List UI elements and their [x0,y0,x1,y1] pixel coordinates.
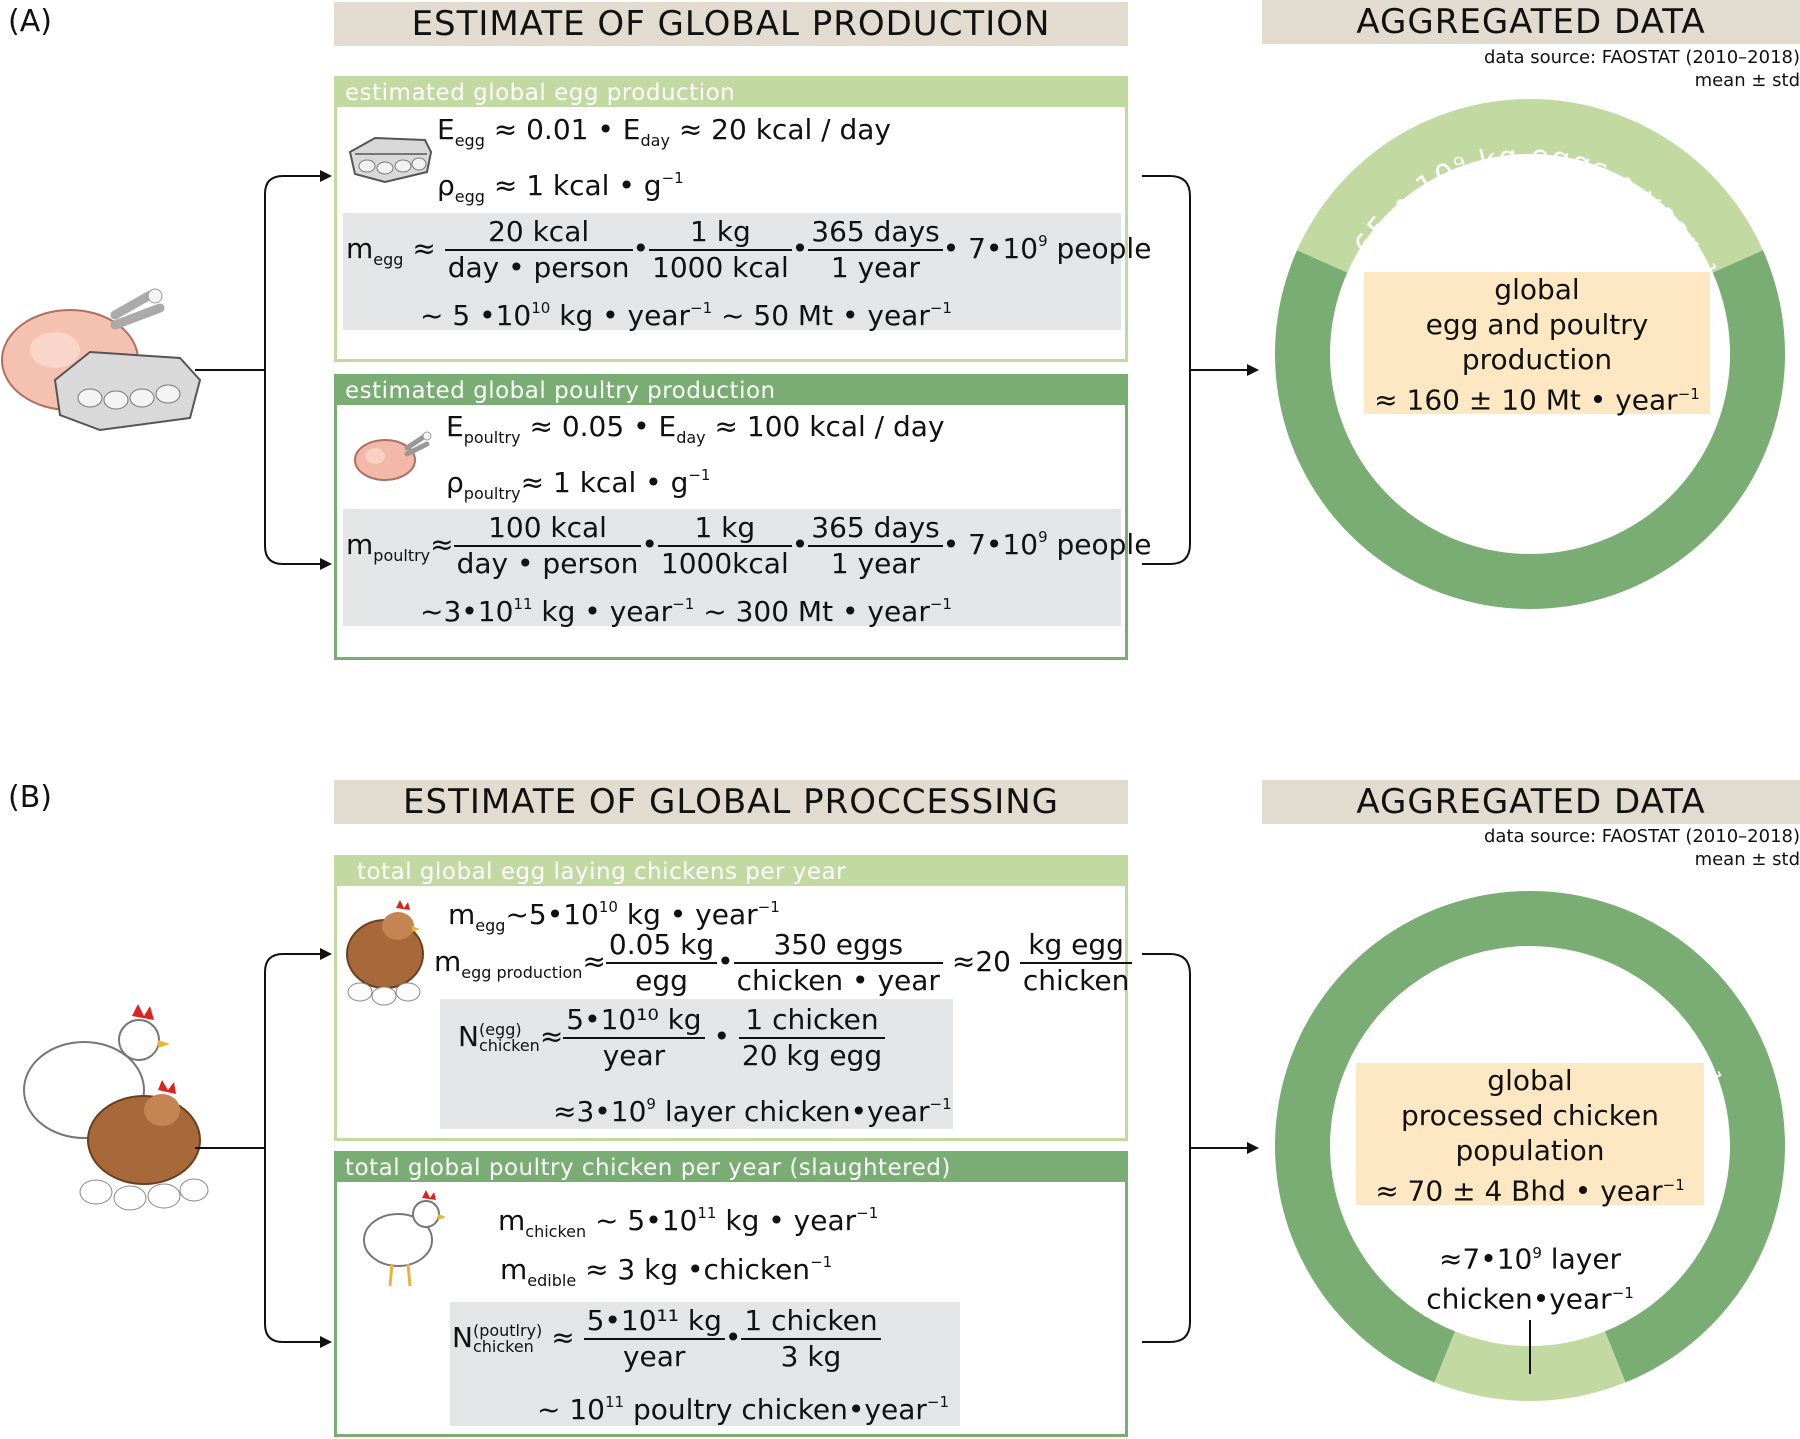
poultry-density-equation: ρpoultry≈ 1 kcal • g−1 [446,466,711,503]
panel-b-header: ESTIMATE OF GLOBAL PROCCESSING [334,780,1128,824]
poultry-energy-equation: Epoultry ≈ 0.05 • Eday ≈ 100 kcal / day [446,410,945,448]
panel-a-data-source: data source: FAOSTAT (2010–2018) [1483,47,1800,68]
egg-energy-equation: Eegg ≈ 0.01 • Eday ≈ 20 kcal / day [437,113,891,151]
chicken-mass-line: mchicken ~ 5•1011 kg • year−1 [498,1204,879,1241]
egg-share-arc [1297,98,1763,273]
panel-b-label: (B) [8,780,52,815]
poultry-chicken-result: ~ 1011 poultry chicken•year−1 [537,1393,949,1426]
panel-b-stat-note: mean ± std [1694,849,1800,870]
panel-a-merge-connector [1142,175,1259,565]
egg-equation-panel [343,213,1121,330]
panel-b-center-summary: global processed chicken population ≈ 70… [1356,1063,1704,1207]
laying-hen-icon [346,900,424,1006]
panel-b-agg-header: AGGREGATED DATA [1262,780,1800,824]
egg-carton-icon [348,136,433,184]
panel-b-split-connector [195,948,332,1348]
egg-laying-equation-panel [440,999,953,1129]
chicken-and-eggs-illustration [1,288,202,432]
poultry-chicken-title: total global poultry chicken per year (s… [337,1154,1125,1182]
hens-illustration [23,1004,209,1211]
panel-a-agg-header: AGGREGATED DATA [1262,0,1800,44]
layer-chicken-ring-label: ≈7•109 layer chicken•year−1 [1426,1242,1634,1316]
edible-mass-line: medible ≈ 3 kg •chicken−1 [500,1253,833,1290]
poultry-production-title: estimated global poultry production [337,377,1125,405]
broiler-chicken-icon [363,1190,446,1287]
panel-a-ring-chart: ≈65 • 10⁹ kg eggs • year⁻¹ ≈10¹² kg poul… [1275,98,1785,609]
poultry-equation-panel [343,509,1121,626]
egg-mass-result: ~ 5 •1010 kg • year−1 ~ 50 Mt • year−1 [420,299,952,332]
roast-chicken-icon [354,431,432,481]
panel-a-split-connector [195,170,332,570]
panel-a-header: ESTIMATE OF GLOBAL PRODUCTION [334,2,1128,46]
egg-laying-title: total global egg laying chickens per yea… [337,858,1125,886]
panel-a-stat-note: mean ± std [1694,70,1800,91]
poultry-mass-result: ~3•1011 kg • year−1 ~ 300 Mt • year−1 [420,595,952,628]
egg-density-equation: ρegg ≈ 1 kcal • g−1 [437,169,684,206]
egg-mass-line: megg~5•1010 kg • year−1 [448,898,780,935]
panel-b-merge-connector [1142,953,1259,1343]
egg-production-title: estimated global egg production [337,79,1125,107]
layer-chicken-result: ≈3•109 layer chicken•year−1 [553,1095,952,1128]
poultry-share-arc [1275,250,1785,609]
panel-a-label: (A) [8,4,52,39]
panel-a-center-summary: global egg and poultry production ≈ 160 … [1364,272,1710,416]
panel-b-data-source: data source: FAOSTAT (2010–2018) [1483,826,1800,847]
poultry-chicken-equation-panel [450,1302,960,1426]
